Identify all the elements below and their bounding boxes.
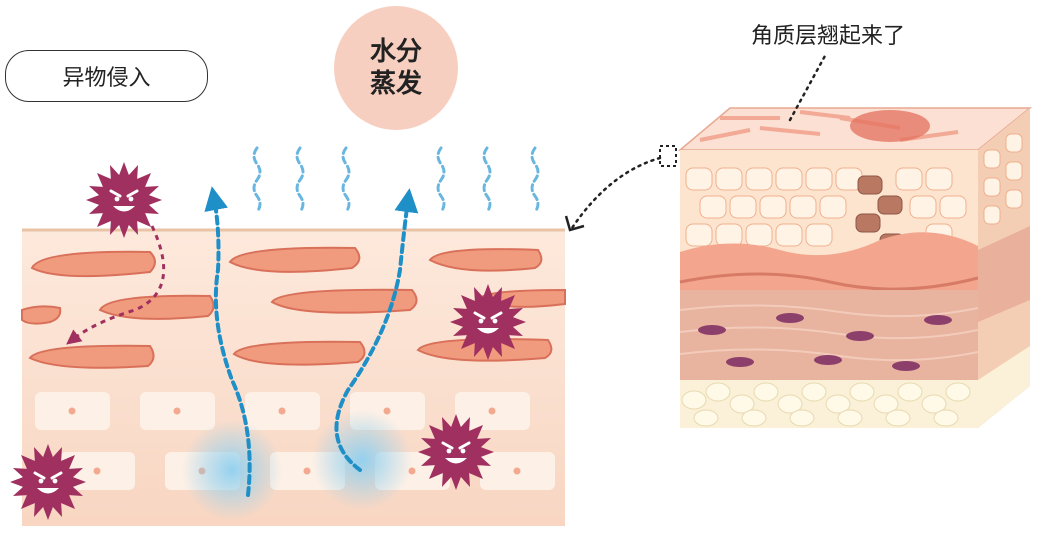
germ-icon (448, 282, 528, 362)
zoom-pointer (570, 156, 662, 230)
vapor-wave-icon (252, 146, 540, 214)
moisture-glow-left (182, 420, 282, 520)
germ-icon (8, 442, 88, 522)
foreign-invasion-label: 异物侵入 (5, 50, 208, 102)
germ-icon (416, 412, 496, 492)
caption-pointer (788, 52, 828, 122)
water-evaporation-badge: 水分 蒸发 (334, 6, 458, 130)
water-drop-arrow-icon (204, 186, 419, 497)
skin-cube-illustration (659, 107, 1033, 428)
water-badge-line1: 水分 (369, 37, 422, 67)
stratum-fibers (21, 246, 566, 369)
water-badge-line2: 蒸发 (369, 69, 422, 99)
germ-icon (84, 160, 164, 240)
moisture-glow-right (312, 410, 412, 510)
stratum-lifted-caption: 角质层翘起来了 (750, 24, 905, 49)
zoom-arrowhead (564, 215, 585, 232)
skin-cross-section (21, 228, 566, 526)
invasion-arrow (66, 225, 166, 345)
